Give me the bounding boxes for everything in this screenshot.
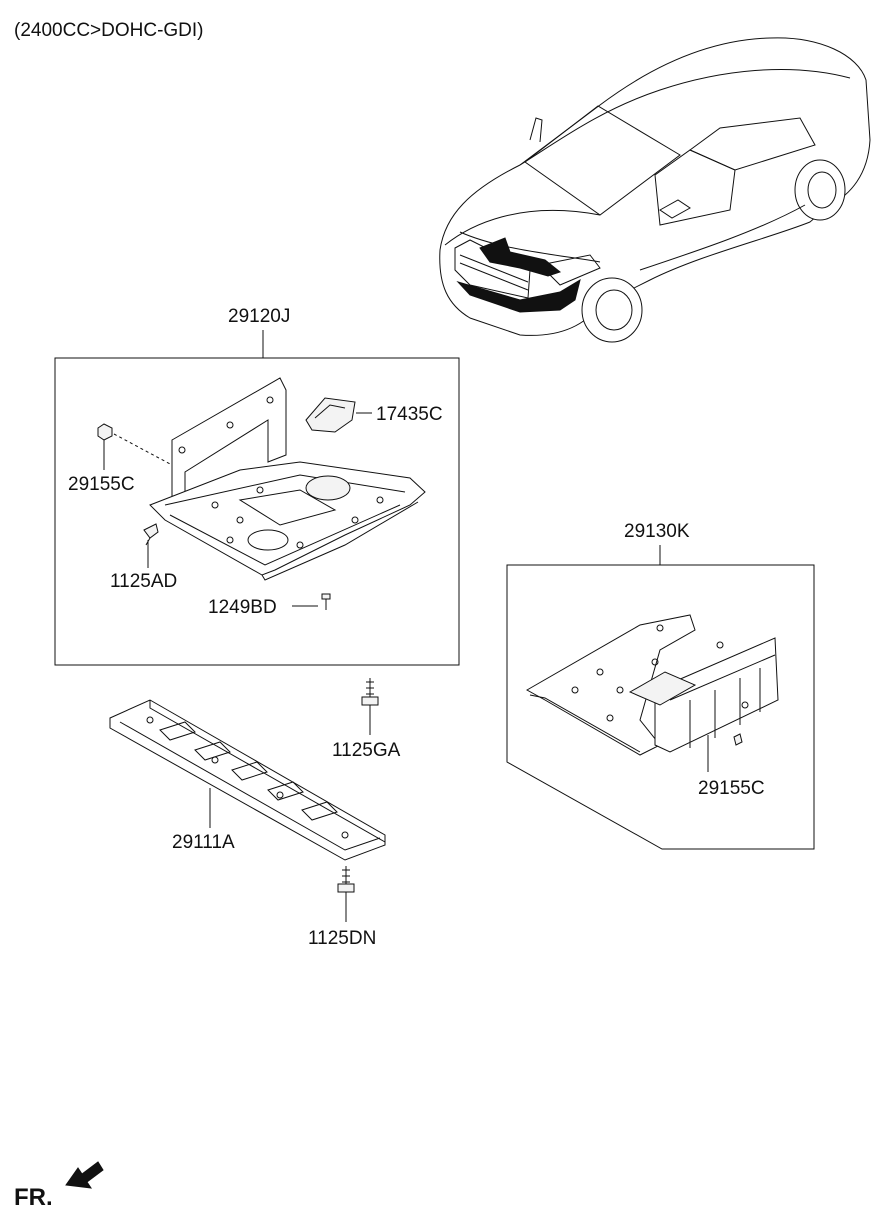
undercover-29120J-drawing xyxy=(149,377,426,581)
car-illustration xyxy=(439,37,871,343)
engine-spec-header: (2400CC>DOHC-GDI) xyxy=(14,20,204,41)
panel-29111A-drawing xyxy=(109,699,386,861)
assembly-29120J-box xyxy=(54,357,460,666)
front-direction-label: FR. xyxy=(14,1184,53,1211)
bolt-1249BD-drawing xyxy=(321,593,331,610)
clip-29155C-left-drawing xyxy=(97,423,113,441)
assembly-29130K-box xyxy=(506,564,815,850)
label-1249BD: 1249BD xyxy=(208,597,277,618)
label-29155C-right: 29155C xyxy=(698,778,765,799)
label-17435C: 17435C xyxy=(376,404,443,425)
clip-29155C-right-drawing xyxy=(733,733,743,746)
label-1125AD: 1125AD xyxy=(110,571,177,592)
label-1125GA: 1125GA xyxy=(332,740,401,761)
cover-17435C-drawing xyxy=(305,397,356,433)
front-arrow-icon xyxy=(65,1161,104,1189)
label-29130K: 29130K xyxy=(624,521,690,542)
label-29111A: 29111A xyxy=(172,832,235,853)
bolt-1125DN-drawing xyxy=(337,866,355,893)
bolt-1125AD-drawing xyxy=(143,523,159,546)
bolt-1125GA-drawing xyxy=(361,678,379,706)
label-1125DN: 1125DN xyxy=(308,928,376,949)
label-29155C-left: 29155C xyxy=(68,474,135,495)
label-29120J: 29120J xyxy=(228,306,290,327)
undercover-29130K-drawing xyxy=(525,614,779,756)
